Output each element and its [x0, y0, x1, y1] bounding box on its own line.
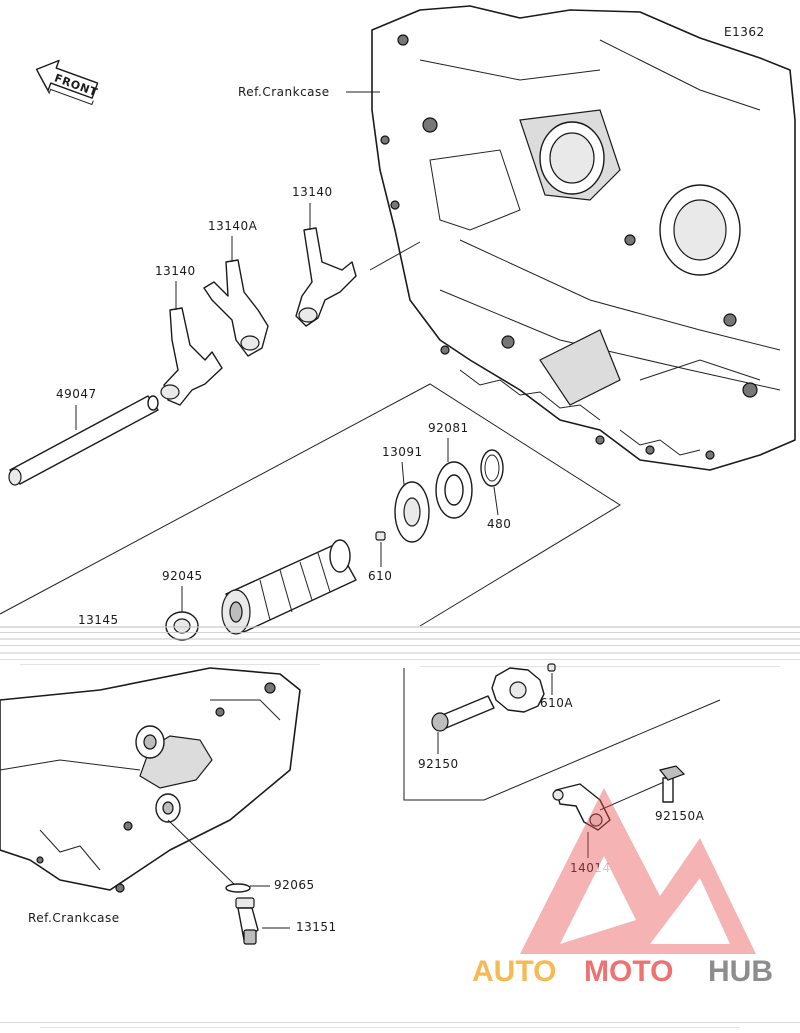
diagram-code: E1362: [724, 25, 765, 39]
ref-crankcase-top: Ref.Crankcase: [238, 85, 330, 99]
pin-610: [375, 531, 386, 541]
bolt-92150a: [658, 765, 686, 803]
star-cam: [491, 667, 545, 713]
washer-92065: [225, 883, 251, 893]
watermark-text-moto: MOTO: [584, 955, 673, 988]
crankcase-upper: [371, 5, 796, 471]
bottom-noise: [0, 1022, 800, 1028]
shift-drum-13145: [221, 539, 357, 635]
shift-rod-49047: [8, 395, 159, 486]
label-13140a: 13140A: [208, 219, 258, 233]
watermark-logo: AUTO MOTO HUB: [472, 788, 773, 988]
label-13145: 13145: [78, 613, 119, 627]
label-13140-left: 13140: [155, 264, 196, 278]
label-13140-right: 13140: [292, 185, 333, 199]
circlip-480: [480, 449, 504, 487]
pin-610a: [547, 663, 556, 672]
label-49047: 49047: [56, 387, 97, 401]
label-610: 610: [368, 569, 392, 583]
star-plate-92081: [435, 461, 473, 519]
ref-crankcase-bottom: Ref.Crankcase: [28, 911, 120, 925]
label-92150: 92150: [418, 757, 459, 771]
bolt-92150: [431, 695, 495, 732]
label-480: 480: [487, 517, 511, 531]
label-92150a: 92150A: [655, 809, 705, 823]
watermark-text-auto: AUTO: [472, 955, 556, 988]
label-92081: 92081: [428, 421, 469, 435]
shift-fork-13140-left: [160, 307, 223, 406]
label-13091: 13091: [382, 445, 423, 459]
watermark-text-hub: HUB: [708, 955, 773, 988]
lever-14014: [552, 783, 611, 831]
crankcase-lower: [0, 667, 301, 893]
drum-gear-13091: [394, 481, 430, 543]
neutral-switch-13151: [235, 897, 259, 945]
label-92045: 92045: [162, 569, 203, 583]
front-arrow-icon: FRONT: [35, 59, 99, 106]
label-92065: 92065: [274, 878, 315, 892]
shift-fork-13140-right: [295, 227, 357, 327]
label-13151: 13151: [296, 920, 337, 934]
scan-noise-band: [0, 626, 800, 667]
shift-fork-13140a: [203, 259, 269, 357]
label-610a: 610A: [540, 696, 573, 710]
